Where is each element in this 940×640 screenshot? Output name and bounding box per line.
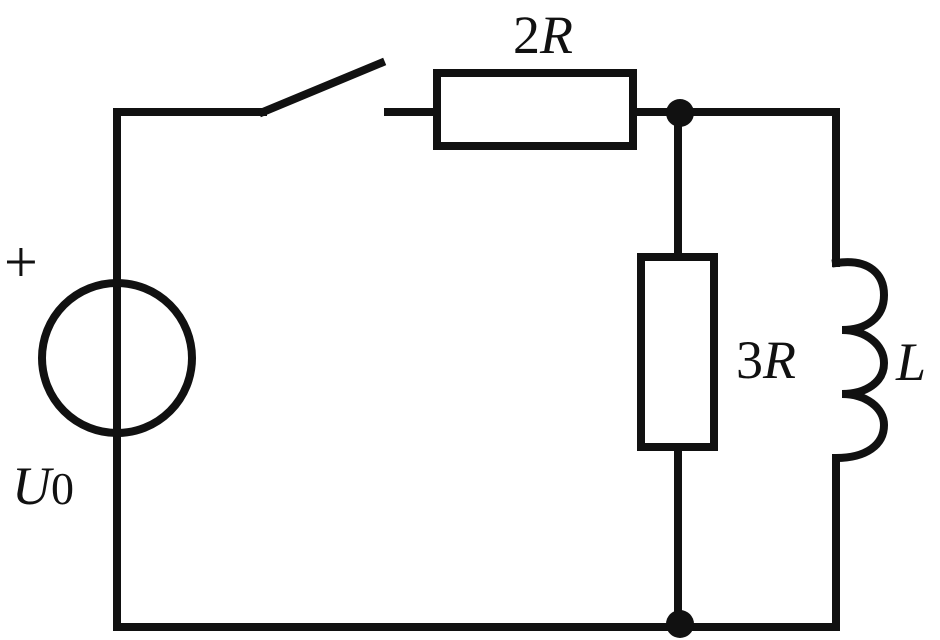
junction-node-top <box>666 99 694 127</box>
source-polarity-label: + <box>4 229 38 295</box>
source-subscript: 0 <box>51 463 74 514</box>
resistor-2r-symbol: R <box>539 5 573 65</box>
resistor-3r-symbol: R <box>762 330 796 390</box>
source-label: U0 <box>12 456 74 516</box>
resistor-2r-label: 2R <box>513 5 573 65</box>
switch-blade <box>257 57 387 118</box>
voltage-source <box>38 279 196 437</box>
resistor-2r <box>433 69 637 150</box>
resistor-3r <box>637 253 718 451</box>
source-symbol: U <box>12 456 54 516</box>
inductor-label: L <box>895 332 926 392</box>
resistor-2r-coeff: 2 <box>513 5 540 65</box>
resistor-3r-label: 3R <box>736 330 796 390</box>
resistor-3r-coeff: 3 <box>736 330 763 390</box>
inductor-coil <box>831 258 889 463</box>
junction-node-bottom <box>666 610 694 638</box>
